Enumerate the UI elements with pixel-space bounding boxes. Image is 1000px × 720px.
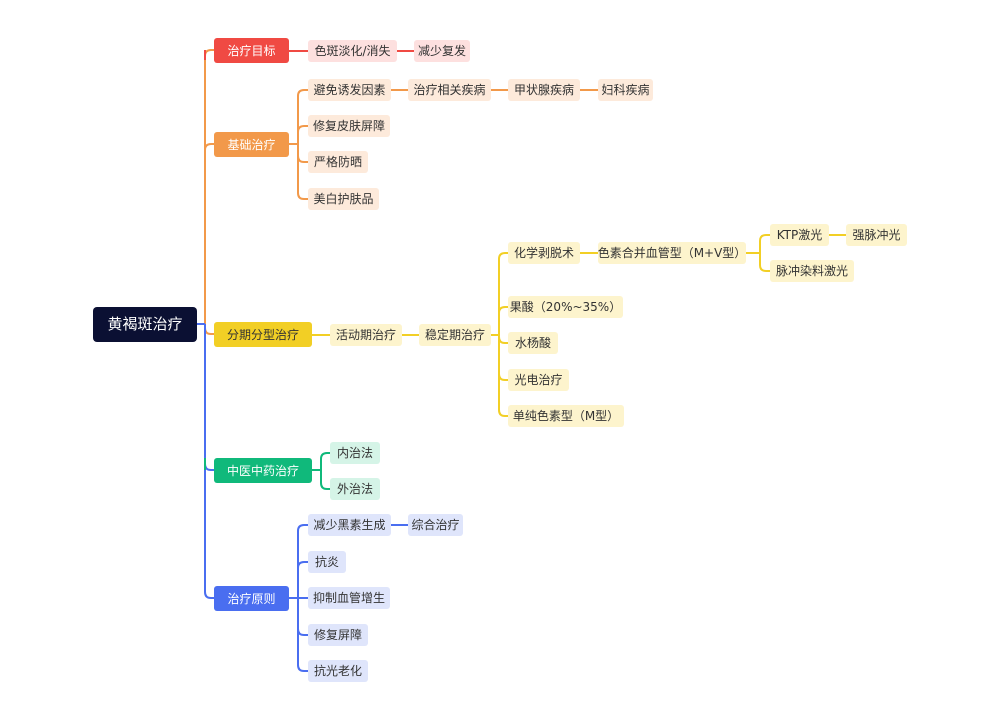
topic-whitening-skincare[interactable]: 美白护肤品 xyxy=(308,188,379,210)
topic-pulsed-dye-laser[interactable]: 脉冲染料激光 xyxy=(770,260,854,282)
topic-active-phase-treatment[interactable]: 活动期治疗 xyxy=(330,324,402,346)
root-topic[interactable]: 黄褐斑治疗 xyxy=(93,307,197,342)
topic-salicylic-acid[interactable]: 水杨酸 xyxy=(508,332,558,354)
mixed-link-0 xyxy=(759,234,770,253)
topic-anti-photoaging[interactable]: 抗光老化 xyxy=(308,660,368,682)
stable-link-2 xyxy=(498,335,508,344)
topic-repair-barrier[interactable]: 修复屏障 xyxy=(308,624,368,646)
root-lower-link-1 xyxy=(204,324,214,599)
topic-treat-related-diseases[interactable]: 治疗相关疾病 xyxy=(408,79,491,101)
branch-staged-typed-treatment[interactable]: 分期分型治疗 xyxy=(214,322,312,347)
topic-repair-skin-barrier[interactable]: 修复皮肤屏障 xyxy=(308,115,390,137)
mixed-link-1 xyxy=(759,253,770,272)
root-upper-link-0 xyxy=(204,49,214,324)
topic-gynecological-disease[interactable]: 妇科疾病 xyxy=(598,79,653,101)
topic-ktp-laser[interactable]: KTP激光 xyxy=(770,224,829,246)
principle-link-1 xyxy=(297,561,308,598)
topic-strict-sun-protection[interactable]: 严格防晒 xyxy=(308,151,368,173)
topic-fruit-acid[interactable]: 果酸（20%~35%） xyxy=(508,296,623,318)
topic-pigment-vascular-type[interactable]: 色素合并血管型（M+V型） xyxy=(598,242,746,264)
branch-treatment-goal[interactable]: 治疗目标 xyxy=(214,38,289,63)
topic-thyroid-disease[interactable]: 甲状腺疾病 xyxy=(508,79,580,101)
topic-inhibit-angiogenesis[interactable]: 抑制血管增生 xyxy=(308,587,390,609)
branch-basic-treatment[interactable]: 基础治疗 xyxy=(214,132,289,157)
topic-internal-treatment[interactable]: 内治法 xyxy=(330,442,380,464)
topic-reduce-melanin[interactable]: 减少黑素生成 xyxy=(308,514,391,536)
root-lower-link-0 xyxy=(204,324,214,471)
root-upper-link-1 xyxy=(204,143,214,324)
topic-chemical-peeling[interactable]: 化学剥脱术 xyxy=(508,242,580,264)
topic-intense-pulsed-light[interactable]: 强脉冲光 xyxy=(846,224,907,246)
branch-treatment-principles[interactable]: 治疗原则 xyxy=(214,586,289,611)
basic-link-2 xyxy=(297,144,308,163)
principle-link-4 xyxy=(297,598,308,672)
stable-link-0 xyxy=(498,252,508,335)
tcm-link-0 xyxy=(320,452,330,470)
topic-reduce-recurrence[interactable]: 减少复发 xyxy=(414,40,470,62)
basic-link-0 xyxy=(297,89,308,144)
stable-link-4 xyxy=(498,335,508,417)
topic-external-treatment[interactable]: 外治法 xyxy=(330,478,380,500)
root-upper-link-2 xyxy=(204,324,214,335)
stable-link-1 xyxy=(498,306,508,335)
principle-link-0 xyxy=(297,524,308,598)
topic-photoelectric-treatment[interactable]: 光电治疗 xyxy=(508,369,569,391)
basic-link-1 xyxy=(297,125,308,144)
topic-avoid-triggers[interactable]: 避免诱发因素 xyxy=(308,79,391,101)
topic-comprehensive-treatment[interactable]: 综合治疗 xyxy=(408,514,463,536)
topic-pure-pigment-type[interactable]: 单纯色素型（M型） xyxy=(508,405,624,427)
principle-link-3 xyxy=(297,598,308,636)
basic-link-3 xyxy=(297,144,308,200)
topic-stable-phase-treatment[interactable]: 稳定期治疗 xyxy=(419,324,491,346)
topic-spot-fading[interactable]: 色斑淡化/消失 xyxy=(308,40,397,62)
branch-tcm-treatment[interactable]: 中医中药治疗 xyxy=(214,458,312,483)
tcm-link-1 xyxy=(320,470,330,490)
topic-anti-inflammation[interactable]: 抗炎 xyxy=(308,551,346,573)
